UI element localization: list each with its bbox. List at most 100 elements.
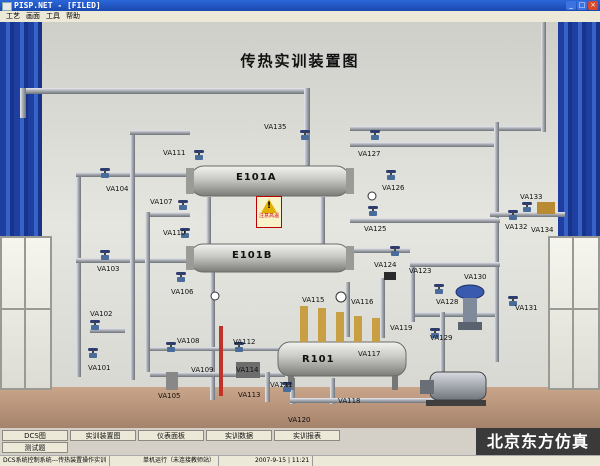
valve-va104-icon[interactable] [100,168,110,179]
pipe [290,398,450,403]
flange [186,168,194,194]
pressure-relief-fitting [537,202,555,214]
valve-va129-icon[interactable] [430,328,440,339]
diagram-title: 传热实训装置图 [240,52,360,70]
maximize-icon[interactable]: □ [577,1,587,10]
pipe [350,126,545,131]
tank-leg [392,376,398,390]
label-r101: R101 [302,354,335,365]
pipe [415,312,495,317]
menu-bar: 工艺 画面 工具 帮助 [0,11,600,22]
valve-label: VA134 [531,226,554,234]
valve-va128-icon[interactable] [434,284,444,295]
control-valve-actuator[interactable] [455,284,485,300]
valve-label: VA110 [163,229,186,237]
pipe [150,372,285,377]
right-window [548,236,600,390]
tank-r101[interactable] [277,341,407,377]
pipe [304,88,310,168]
pipe [145,212,190,217]
label-e101a: E101A [236,172,277,183]
valve-va121-icon[interactable] [282,382,292,393]
control-valve-base [458,322,482,330]
menu-item-process[interactable]: 工艺 [6,12,20,20]
valve-label: VA112 [233,338,256,346]
valve-va106-icon[interactable] [176,272,186,283]
label-e101b: E101B [232,250,273,261]
valve-label: VA108 [177,337,200,345]
valve-label: VA118 [338,397,361,405]
dcs-view-button[interactable]: DCS图 [2,430,68,441]
pipe-network [20,22,565,406]
warning-text: 注意高温 [258,213,279,219]
valve-label: VA115 [302,296,325,304]
valve-va132-icon[interactable] [508,210,518,221]
left-curtain [0,22,42,248]
pressure-gauge-icon [335,291,347,303]
valve-label: VA125 [364,225,387,233]
menu-item-help[interactable]: 帮助 [66,12,80,20]
app-icon [2,2,12,11]
pressure-gauge-icon [367,191,377,201]
heater-element [372,318,380,342]
right-curtain [558,22,600,248]
pipe [90,328,125,333]
close-icon[interactable]: × [588,1,598,10]
valve-va133-icon[interactable] [522,202,532,213]
instrument-panel-button[interactable]: 仪表面板 [138,430,204,441]
valve-va112-icon[interactable] [234,342,244,353]
pipe [330,378,335,404]
training-report-button[interactable]: 实训报表 [274,430,340,441]
valve-va108-icon[interactable] [166,342,176,353]
menu-item-tools[interactable]: 工具 [46,12,60,20]
valve-label: VA127 [358,150,381,158]
valve-va135-icon[interactable] [300,130,310,141]
valve-label: VA133 [520,193,543,201]
pump-motor[interactable] [429,371,487,401]
menu-item-view[interactable]: 画面 [26,12,40,20]
window-titlebar: PISP.NET - [FILED] _ □ × [0,0,600,11]
left-window [0,236,52,390]
valve-label: VA106 [171,288,194,296]
pipe [345,282,350,337]
pipe [350,218,500,223]
training-data-button[interactable]: 实训数据 [206,430,272,441]
valve-label: VA107 [150,198,173,206]
pipe [150,347,280,351]
floor [0,387,600,428]
status-time: 2007-9-15 | 11:21 [252,456,314,466]
pump-head [420,380,434,394]
valve-va103-icon[interactable] [100,250,110,261]
equipment-view-button[interactable]: 实训装置图 [70,430,136,441]
valve-va124-icon[interactable] [390,246,400,257]
valve-va102-icon[interactable] [90,320,100,331]
valve-label: VA120 [288,416,311,424]
valve-label: VA123 [409,267,432,275]
valve-label: VA111 [163,149,186,157]
valve-va101-icon[interactable] [88,348,98,359]
pipe [320,197,325,247]
flange [346,246,354,270]
status-app: DCS系统控制系统---传热装置操作实训 [0,456,111,466]
warning-icon: ! [261,199,277,213]
minimize-icon[interactable]: _ [566,1,576,10]
valve-label: VA135 [264,123,287,131]
valve-va107-icon[interactable] [178,200,188,211]
valve-label: VA109 [191,366,214,374]
valve-va126-icon[interactable] [386,170,396,181]
pipe [490,212,565,217]
valve-va111-icon[interactable] [194,150,204,161]
flowmeter [166,372,178,390]
valve-va131-icon[interactable] [508,296,518,307]
valve-va125-icon[interactable] [368,206,378,217]
control-valve-body [463,298,477,324]
valve-va110-icon[interactable] [180,228,190,239]
quiz-button[interactable]: 测试题 [2,442,68,453]
flowmeter [236,362,260,378]
flange [186,246,194,270]
pipe [20,88,310,94]
pipe [206,197,211,247]
valve-va127-icon[interactable] [370,130,380,141]
valve-label: VA124 [374,261,397,269]
valve-label: VA126 [382,184,405,192]
